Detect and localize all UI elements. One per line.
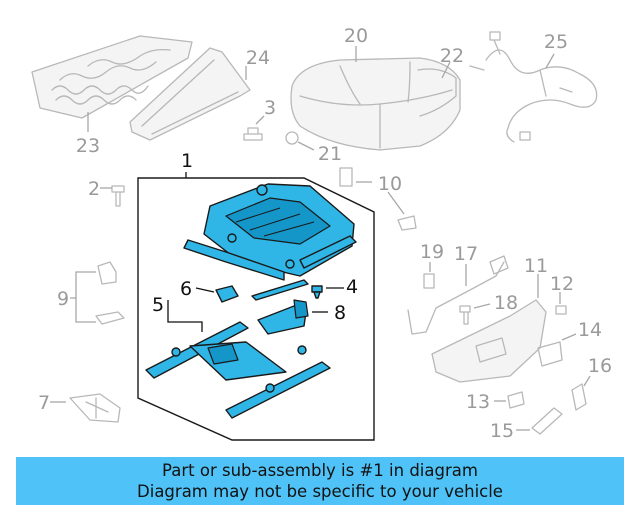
part-19-clip[interactable] xyxy=(423,262,435,289)
callout-8: 8 xyxy=(334,302,346,324)
callout-4: 4 xyxy=(346,276,358,298)
callout-12: 12 xyxy=(550,273,574,295)
callout-21: 21 xyxy=(318,143,342,165)
part-16-knob[interactable] xyxy=(571,375,591,411)
part-15-knob[interactable] xyxy=(516,407,563,435)
callout-23: 23 xyxy=(76,135,100,157)
callout-20: 20 xyxy=(344,25,368,47)
part-14-switch[interactable] xyxy=(537,333,577,367)
part-11-side-shield[interactable] xyxy=(431,274,547,383)
part-1-seat-frame[interactable] xyxy=(183,183,357,281)
callout-2: 2 xyxy=(88,178,100,200)
part-6-cable[interactable] xyxy=(195,285,239,303)
callout-18: 18 xyxy=(494,292,518,314)
callout-11: 11 xyxy=(524,255,548,277)
callout-5: 5 xyxy=(152,294,164,316)
callout-6: 6 xyxy=(180,278,192,300)
part-4-fastener[interactable] xyxy=(251,279,344,301)
banner-line-2: Diagram may not be specific to your vehi… xyxy=(137,482,503,501)
callout-24: 24 xyxy=(246,47,270,69)
callout-17: 17 xyxy=(454,243,478,265)
part-17-cable[interactable] xyxy=(407,255,509,335)
banner-line-1: Part or sub-assembly is #1 in diagram xyxy=(162,461,478,480)
callout-22: 22 xyxy=(440,45,464,67)
callout-16: 16 xyxy=(588,355,612,377)
part-20-seat-cushion[interactable] xyxy=(290,46,461,151)
callout-7: 7 xyxy=(38,392,50,414)
part-2-screw[interactable] xyxy=(100,185,125,207)
callout-19: 19 xyxy=(420,241,444,263)
callout-13: 13 xyxy=(466,391,490,413)
part-24-side-panel[interactable] xyxy=(129,47,251,141)
part-1-assembly-box xyxy=(137,172,375,441)
part-3-bolt[interactable] xyxy=(243,115,265,141)
part-25-wire-harness[interactable] xyxy=(469,31,598,143)
info-banner: Part or sub-assembly is #1 in diagram Di… xyxy=(16,457,624,505)
part-23-heater-pad[interactable] xyxy=(31,35,193,132)
callout-25: 25 xyxy=(544,31,568,53)
callout-14: 14 xyxy=(578,319,602,341)
part-7-motor[interactable] xyxy=(50,393,121,423)
part-5-seat-track[interactable] xyxy=(145,300,331,419)
part-8-motor[interactable] xyxy=(257,299,328,335)
callout-9: 9 xyxy=(57,288,69,310)
part-9-bracket-set[interactable] xyxy=(70,261,125,325)
part-12-clip[interactable] xyxy=(555,292,567,315)
part-21-clip[interactable] xyxy=(285,131,315,151)
part-10-bracket[interactable] xyxy=(339,167,417,231)
part-22-cushion-cover[interactable] xyxy=(417,61,457,117)
part-18-screw[interactable] xyxy=(459,303,491,325)
part-13-switch[interactable] xyxy=(494,391,525,409)
callout-1: 1 xyxy=(181,150,193,172)
callout-10: 10 xyxy=(378,173,402,195)
callout-3: 3 xyxy=(264,97,276,119)
callout-15: 15 xyxy=(490,420,514,442)
